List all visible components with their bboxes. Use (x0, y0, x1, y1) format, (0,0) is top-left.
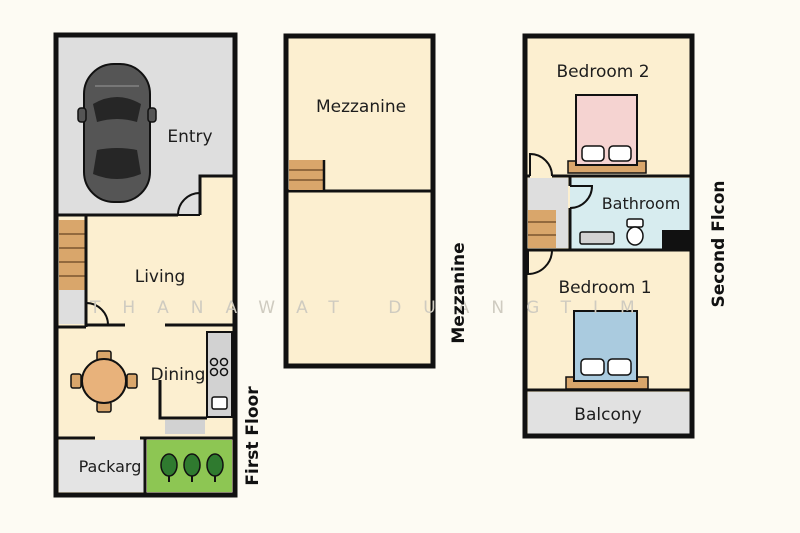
bed-2-icon (567, 94, 647, 174)
entry-label: Entry (167, 127, 212, 147)
shower-tray (662, 230, 690, 249)
storage-area (59, 290, 86, 324)
parking-label: Packarg (79, 457, 142, 476)
parking-area (59, 440, 145, 492)
mezzanine-room-label: Mezzanine (316, 97, 406, 117)
kitchen-strip (165, 420, 205, 434)
car-icon (77, 63, 157, 203)
balcony-area (528, 392, 690, 434)
balcony-label: Balcony (574, 405, 641, 425)
mezzanine-stairs (289, 160, 326, 191)
second-floor-walls (522, 33, 695, 439)
first-floor (53, 32, 238, 498)
bedroom-1-label: Bedroom 1 (558, 278, 651, 298)
mezzanine-floor (283, 33, 436, 369)
bathroom-label: Bathroom (602, 194, 681, 213)
bed-1-icon (565, 310, 649, 390)
watermark-text: THANAWAT DUANGTIM (89, 298, 657, 318)
living-label: Living (135, 267, 186, 287)
dining-label: Dining (151, 365, 206, 385)
toilet-icon (626, 218, 644, 246)
first-floor-doors (85, 192, 201, 326)
kitchen-counter (206, 331, 233, 418)
mezzanine-area (283, 33, 436, 369)
mezzanine-title: Mezzanine (449, 242, 469, 343)
tree-icons (160, 453, 224, 482)
first-floor-stairs (59, 220, 86, 290)
second-floor-title: Second Flcon (709, 180, 729, 307)
first-floor-title: First Floor (243, 386, 263, 486)
bath-sink-icon (579, 231, 615, 245)
first-floor-walls (53, 32, 238, 498)
second-floor-doors (527, 152, 594, 276)
second-floor (522, 33, 695, 439)
second-floor-stairs (528, 210, 556, 248)
bedroom-2-label: Bedroom 2 (556, 62, 649, 82)
dining-table-icon (70, 350, 138, 413)
